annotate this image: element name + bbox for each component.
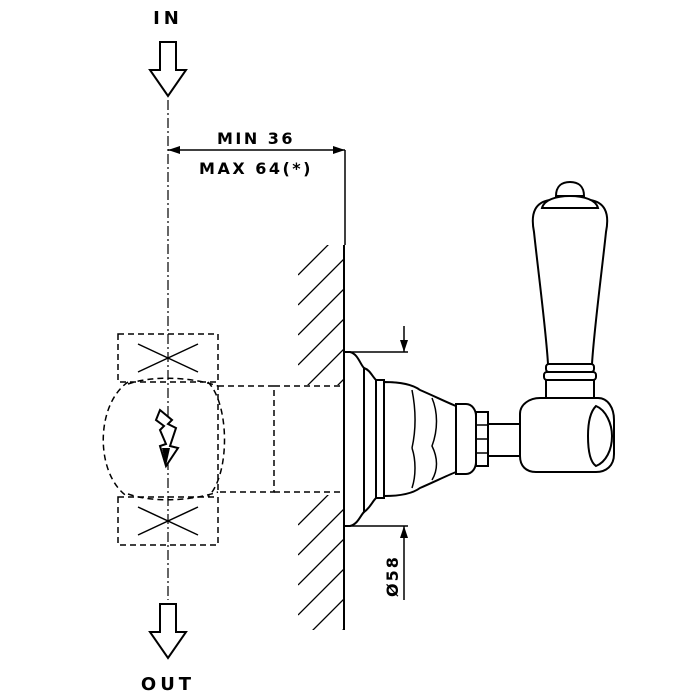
min-depth-label: MIN 36 [217,129,295,148]
valve-body [383,380,523,498]
flow-direction-icon [154,408,180,469]
concealed-valve-body [102,333,344,546]
diameter-dimension [348,326,408,600]
outlet-arrow-icon [148,603,188,660]
inlet-arrow-icon [148,41,188,98]
escutcheon-flange [343,351,385,527]
wall-section [298,245,345,630]
lever-handle [519,180,615,473]
diameter-label: Ø58 [383,555,402,597]
depth-dimension [168,146,346,245]
max-depth-label: MAX 64(*) [199,159,313,178]
out-label: OUT [141,674,195,695]
in-label: IN [153,8,183,29]
